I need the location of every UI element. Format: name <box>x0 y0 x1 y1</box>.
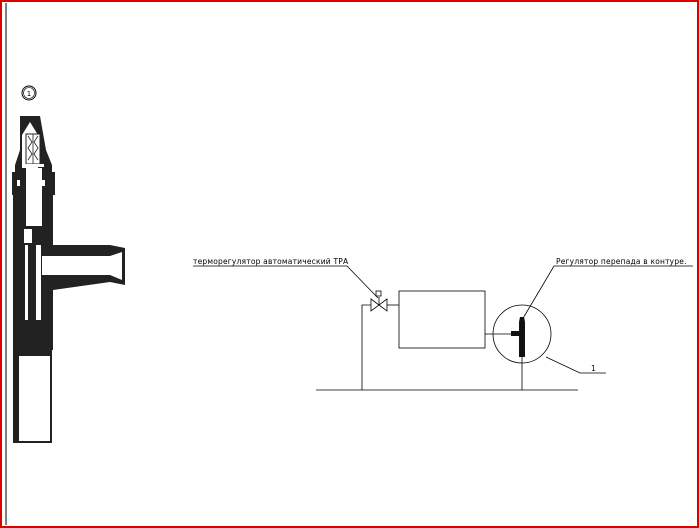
heating-schematic <box>193 265 693 391</box>
valve-callout-leader <box>193 265 379 299</box>
regulator-mini-figure <box>511 317 525 357</box>
detail-ref-label: 1 <box>591 364 596 373</box>
radiator-block <box>398 290 486 349</box>
valve-section-detail <box>12 116 125 443</box>
regulator-callout-label: Регулятор перепада в контуре. <box>556 257 687 266</box>
valve-callout-label: терморегулятор автоматический ТРА <box>193 257 349 266</box>
return-pipe-line <box>361 304 371 390</box>
detail-marker: 1 <box>21 85 37 101</box>
detail-marker-number: 1 <box>27 90 31 98</box>
regulator-callout-leader <box>521 265 693 321</box>
thermostatic-valve-symbol <box>370 290 388 312</box>
detail-ref-leader <box>545 356 606 374</box>
